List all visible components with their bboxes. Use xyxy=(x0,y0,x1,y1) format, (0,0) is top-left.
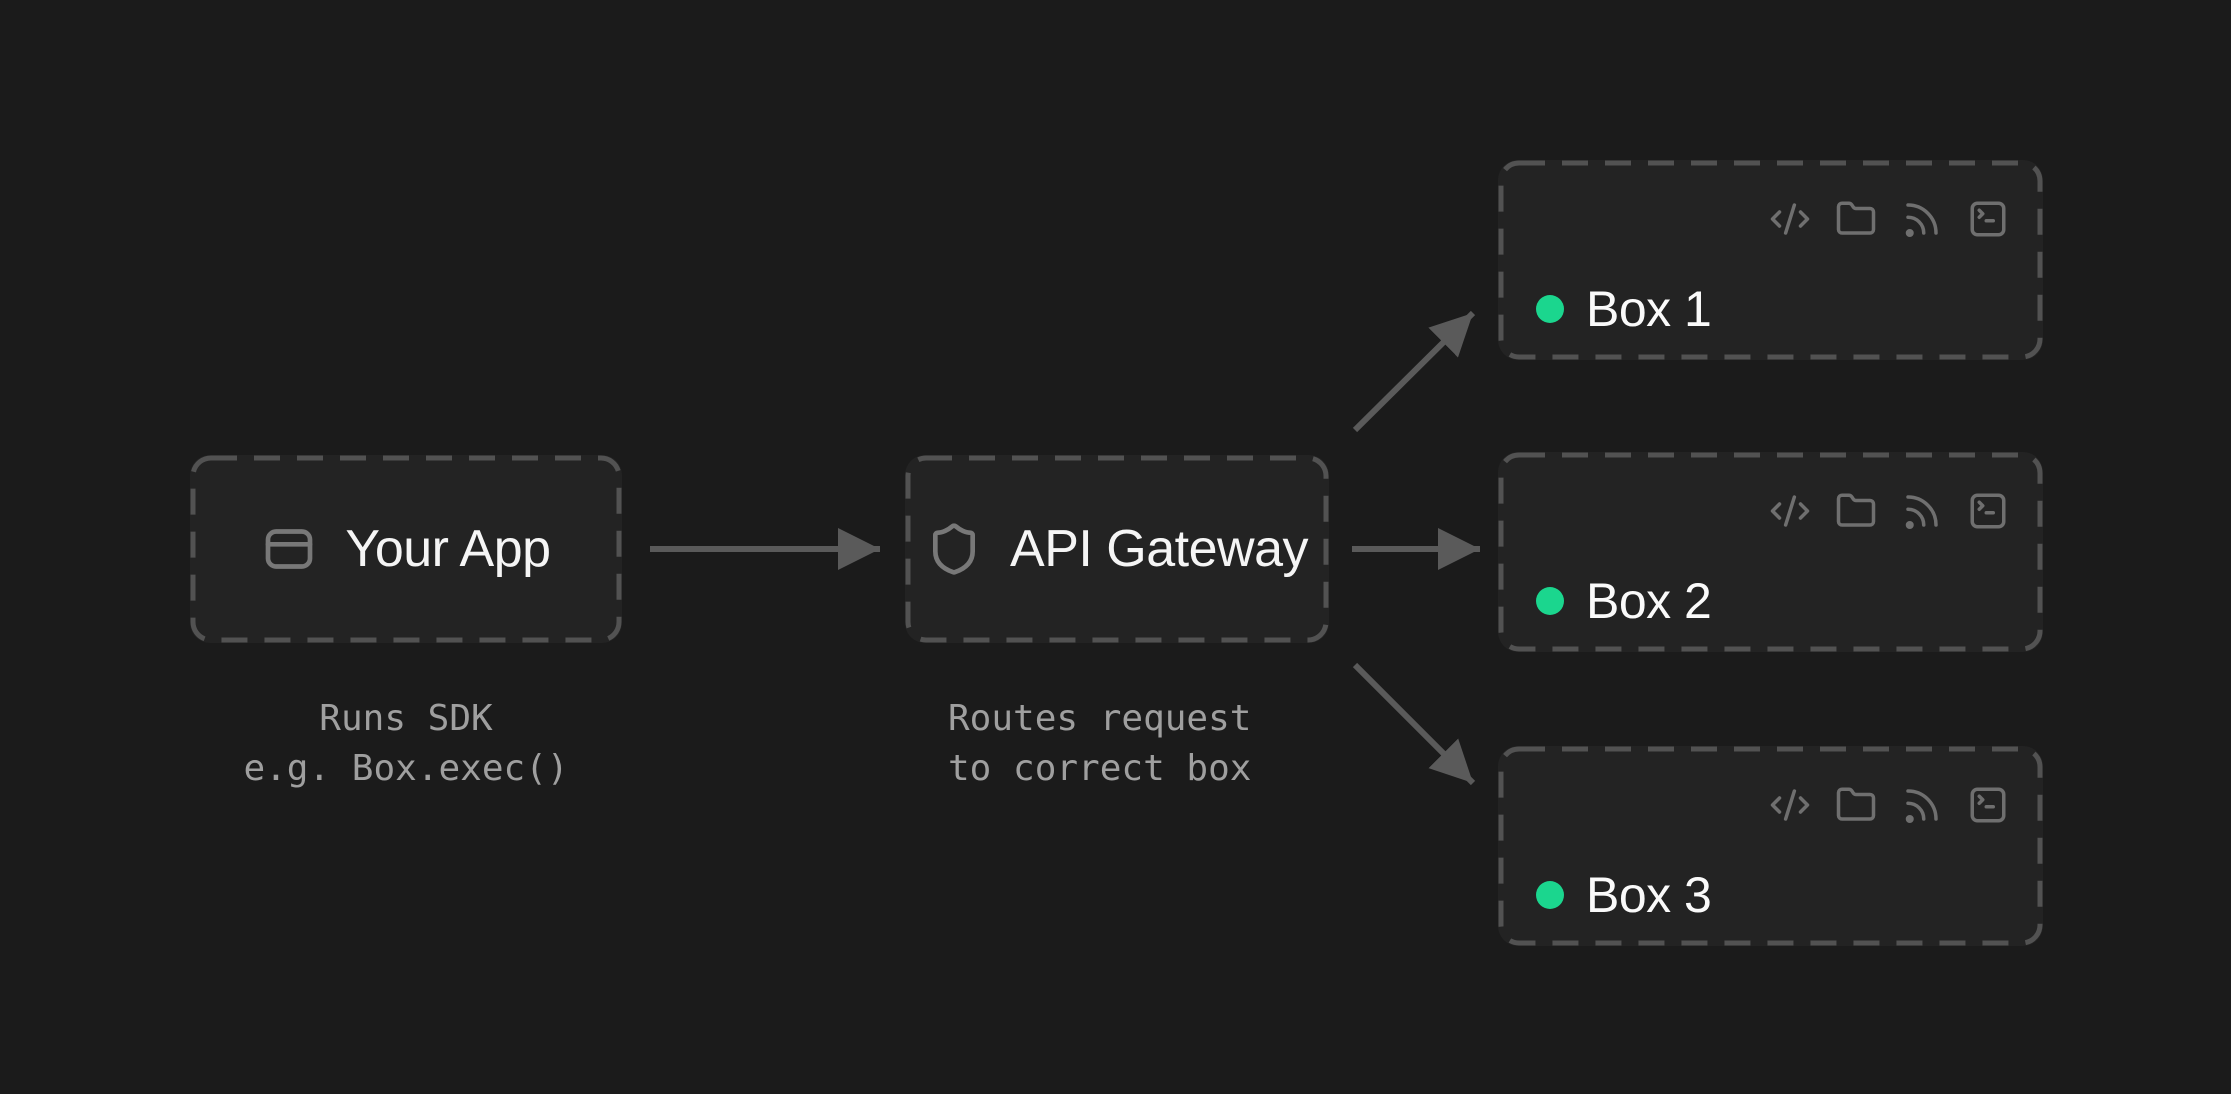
box-label: Box 3 xyxy=(1586,867,1712,923)
box-status-row: Box 3 xyxy=(1536,866,1712,924)
box-toolbar xyxy=(1769,784,2009,826)
box-status-row: Box 2 xyxy=(1536,572,1712,630)
node-box-3: Box 3 xyxy=(1498,746,2043,946)
terminal-icon xyxy=(1970,787,2006,823)
terminal-icon xyxy=(1970,493,2006,529)
box-toolbar xyxy=(1769,490,2009,532)
box-label: Box 2 xyxy=(1586,573,1712,629)
caption-line: Routes request xyxy=(948,698,1252,739)
box-status-row: Box 1 xyxy=(1536,280,1712,338)
node-box-2: Box 2 xyxy=(1498,452,2043,652)
rss-icon xyxy=(1905,203,1938,238)
status-dot xyxy=(1536,587,1564,615)
code-icon xyxy=(1770,789,1810,821)
folder-icon xyxy=(1836,787,1876,821)
arrow-gateway-to-box-3 xyxy=(1352,662,1476,786)
node-box-1: Box 1 xyxy=(1498,160,2043,360)
node-api-gateway-content: API Gateway xyxy=(905,455,1329,643)
app-window-icon xyxy=(266,529,313,569)
box-toolbar xyxy=(1769,198,2009,240)
caption-line: to correct box xyxy=(948,748,1252,789)
shield-icon xyxy=(933,523,976,575)
status-dot xyxy=(1536,295,1564,323)
node-api-gateway: API Gateway xyxy=(905,455,1329,643)
code-icon xyxy=(1770,203,1810,235)
folder-icon xyxy=(1836,493,1876,527)
node-label: Your App xyxy=(345,520,551,578)
node-your-app: Your App xyxy=(190,455,622,643)
terminal-icon xyxy=(1970,201,2006,237)
caption-line: Runs SDK xyxy=(319,698,493,739)
caption-api-gateway: Routes request to correct box xyxy=(948,694,1251,794)
arrow-gateway-to-box-1 xyxy=(1352,310,1476,433)
box-label: Box 1 xyxy=(1586,281,1712,337)
rss-icon xyxy=(1905,495,1938,530)
folder-icon xyxy=(1836,201,1876,235)
status-dot xyxy=(1536,881,1564,909)
code-icon xyxy=(1770,495,1810,527)
caption-your-app: Runs SDK e.g. Box.exec() xyxy=(174,694,638,794)
node-your-app-content: Your App xyxy=(190,455,622,643)
caption-line: e.g. Box.exec() xyxy=(243,748,569,789)
node-label: API Gateway xyxy=(1010,520,1308,578)
rss-icon xyxy=(1905,789,1938,824)
